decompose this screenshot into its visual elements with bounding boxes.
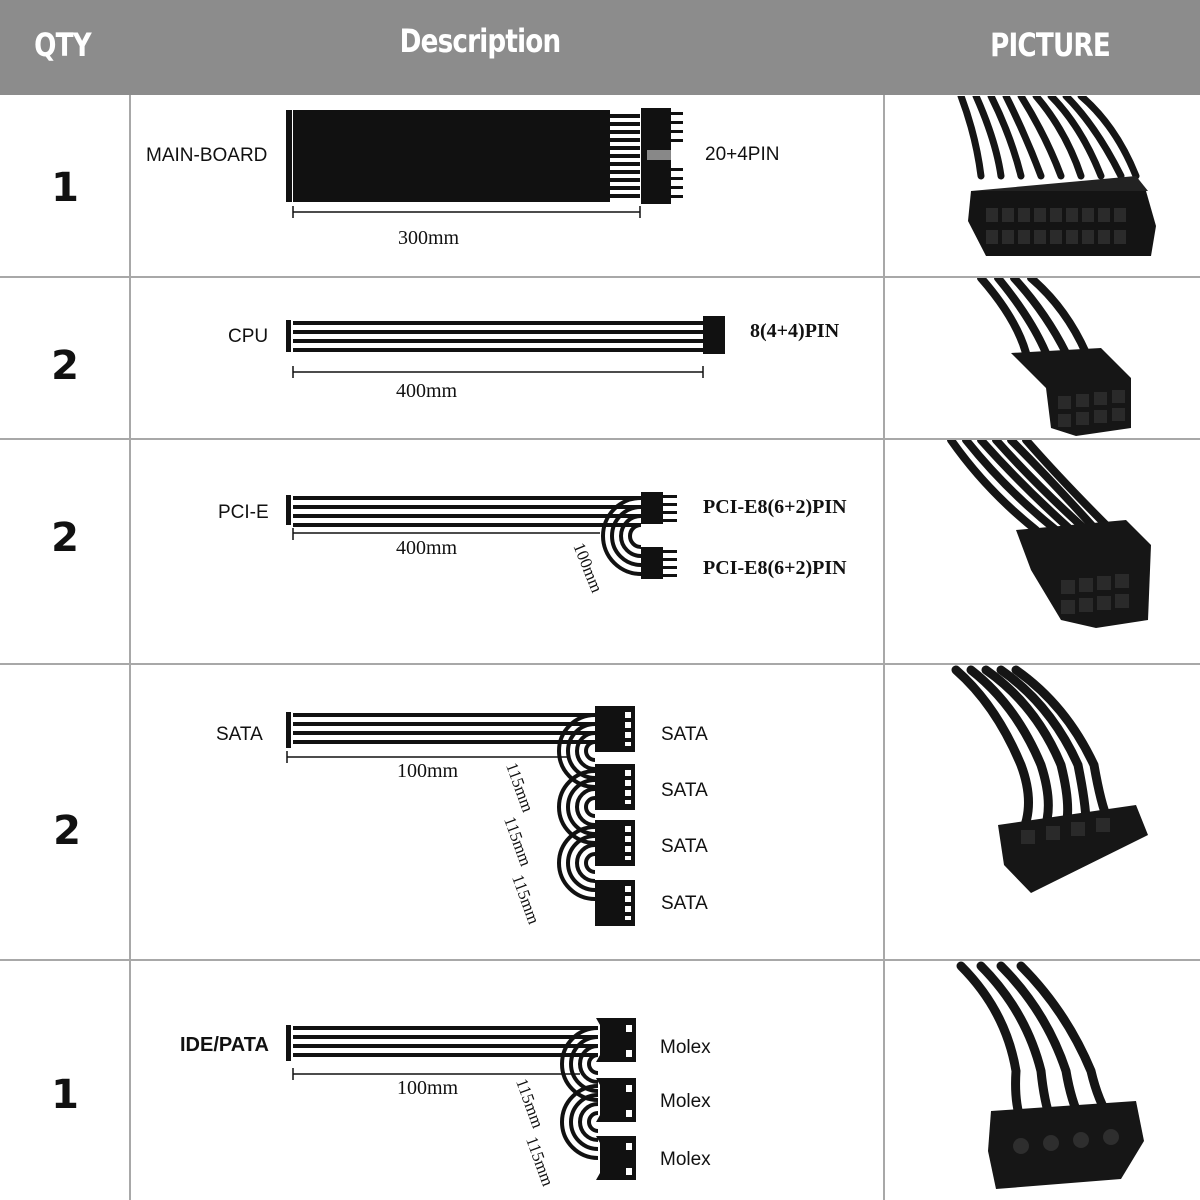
cable-label: IDE/PATA: [180, 1034, 269, 1056]
length-label: 300mm: [398, 227, 460, 249]
length-label: 100mm: [397, 1077, 459, 1099]
qty-value: 1: [51, 1072, 79, 1118]
connector-label: SATA: [661, 724, 708, 745]
length-label: 400mm: [396, 537, 458, 559]
header-description: Description: [399, 22, 562, 60]
cable-label: PCI-E: [218, 502, 269, 523]
cpu-cable-diagram: [286, 316, 725, 378]
sata-power-connector-photo: [951, 665, 1148, 893]
connector-label: Molex: [660, 1037, 711, 1058]
cable-label: MAIN-BOARD: [146, 145, 268, 166]
column-divider: [883, 95, 885, 1200]
length-label: 400mm: [396, 380, 458, 402]
atx-24pin-connector-photo: [957, 96, 1156, 256]
qty-value: 2: [51, 343, 79, 389]
molex-4pin-connector-photo: [956, 961, 1144, 1189]
header-qty: QTY: [34, 26, 92, 64]
qty-value: 1: [51, 165, 79, 211]
header-picture: PICTURE: [990, 26, 1111, 64]
connector-label: SATA: [661, 780, 708, 801]
cable-label: SATA: [216, 724, 263, 745]
length-label: 100mm: [397, 760, 459, 782]
column-divider: [129, 95, 131, 1200]
connector-label: SATA: [661, 836, 708, 857]
connector-label: PCI-E8(6+2)PIN: [703, 557, 847, 579]
sata-cable-diagram: [286, 706, 635, 926]
qty-value: 2: [53, 808, 81, 854]
main-board-cable-diagram: [286, 108, 683, 218]
connector-label: PCI-E8(6+2)PIN: [703, 496, 847, 518]
row-divider: [0, 276, 1200, 278]
qty-value: 2: [51, 515, 79, 561]
connector-label: Molex: [660, 1149, 711, 1170]
row-divider: [0, 663, 1200, 665]
molex-cable-diagram: [286, 1018, 636, 1180]
pcie-8pin-connector-photo: [947, 440, 1151, 628]
connector-label: Molex: [660, 1091, 711, 1112]
table-header: [0, 0, 1200, 95]
row-divider: [0, 959, 1200, 961]
row-divider: [0, 438, 1200, 440]
cpu-8pin-connector-photo: [977, 278, 1131, 436]
cable-label: CPU: [228, 326, 269, 347]
connector-label: SATA: [661, 893, 708, 914]
connector-label: 8(4+4)PIN: [750, 320, 840, 342]
connector-label: 20+4PIN: [705, 144, 780, 165]
pcie-cable-diagram: [286, 492, 677, 579]
